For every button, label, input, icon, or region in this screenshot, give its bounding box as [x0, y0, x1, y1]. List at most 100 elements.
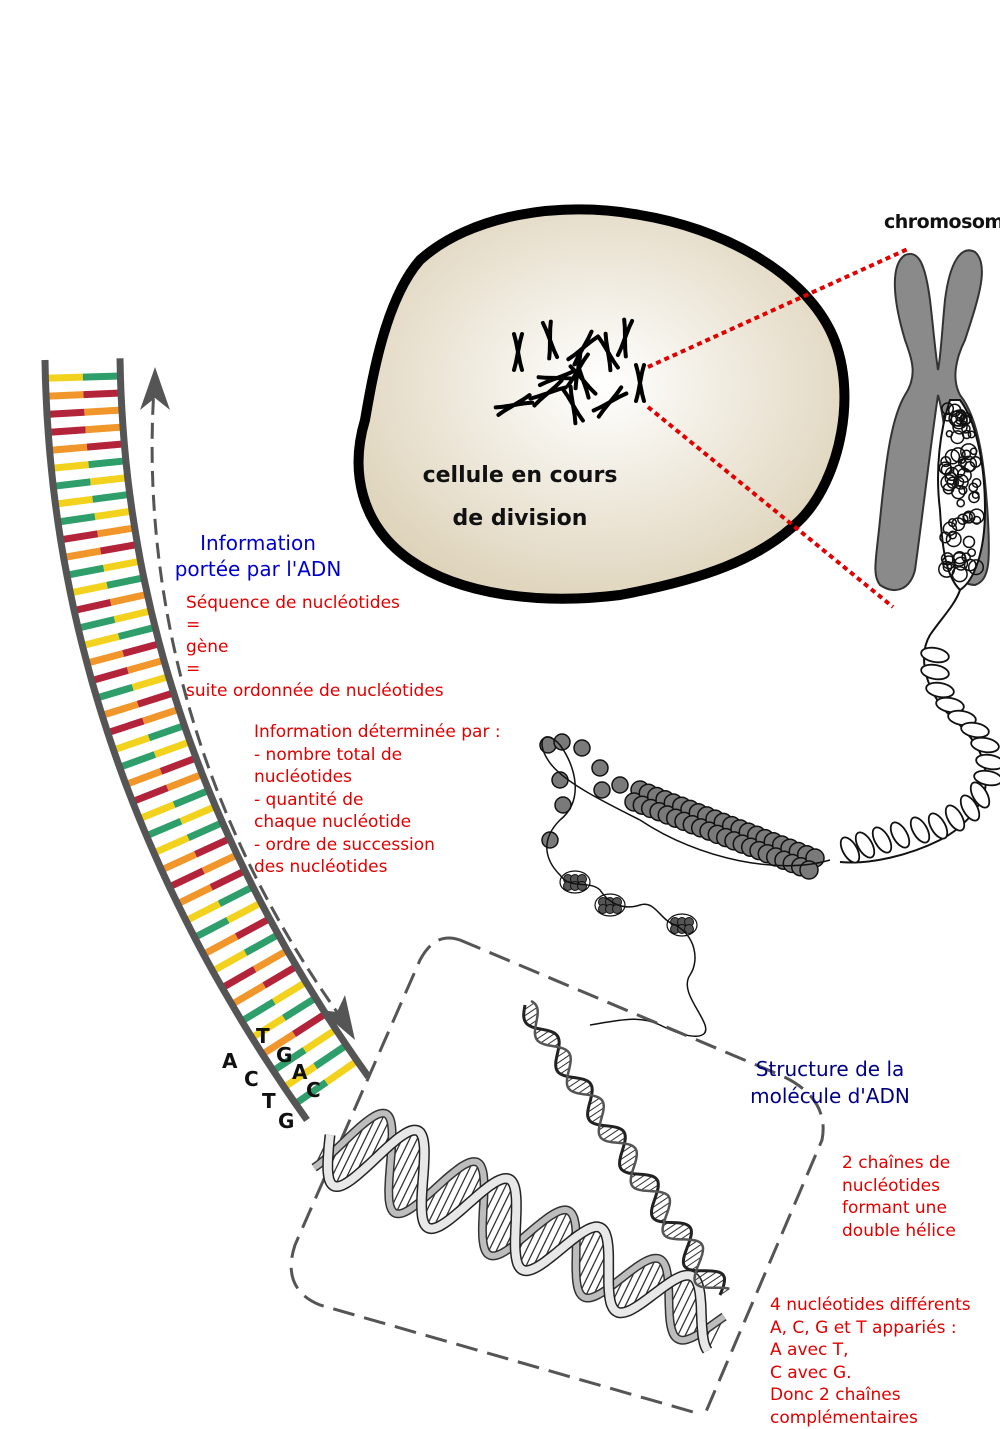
nucleotide: [211, 871, 245, 888]
arrowhead-up: [140, 367, 170, 410]
nucleotide: [133, 677, 169, 688]
info-det-line: - ordre de succession: [254, 834, 501, 857]
nucleotide: [102, 704, 138, 715]
nucleotide: [181, 807, 216, 822]
nucleotide: [219, 887, 253, 904]
nucleotide: [228, 903, 261, 920]
nucleotide: [162, 854, 196, 870]
info-det-line: - nombre total de: [254, 744, 501, 767]
nucleotide: [128, 660, 164, 670]
base-letter: C: [244, 1067, 259, 1091]
nucleotide: [213, 953, 246, 971]
nucleotide: [155, 742, 190, 755]
nucleotide: [93, 494, 130, 499]
helix-note-line: 2 chaînes de: [842, 1152, 956, 1175]
nucleosome-cluster: [578, 882, 587, 891]
nucleotide: [87, 654, 123, 664]
nucleotide: [51, 465, 88, 469]
gene-def-line: Séquence de nucléotides: [186, 592, 444, 614]
nucleotide: [115, 611, 152, 620]
nucleotide: [84, 410, 122, 412]
fiber-coil: [960, 721, 990, 740]
nucleotide: [138, 693, 174, 704]
nucleotide: [108, 721, 144, 733]
nucleotide: [104, 561, 141, 568]
nucleotide: [255, 951, 288, 970]
nucleotide: [98, 528, 135, 534]
nucleosome: [612, 777, 628, 793]
nucleotide: [237, 919, 270, 937]
fiber-coil: [920, 663, 950, 682]
nucleotide: [95, 511, 132, 516]
nucleotide: [203, 855, 237, 871]
nucleotide: [305, 1030, 336, 1051]
info-title-line2: portée par l'ADN: [158, 556, 358, 582]
nucleotide: [74, 602, 111, 610]
nucleotide: [188, 823, 222, 838]
helix-note-line: double hélice: [842, 1220, 956, 1243]
nucleotide: [83, 376, 121, 377]
pairing-note-line: 4 nucléotides différents: [770, 1294, 971, 1317]
nucleotide: [174, 790, 209, 804]
nucleotide: [222, 969, 255, 988]
base-letter: T: [262, 1089, 276, 1113]
nucleotide: [232, 985, 264, 1004]
nucleotide: [178, 887, 212, 904]
double-helix: [314, 1001, 729, 1351]
base-pair: [672, 1227, 690, 1239]
nucleotide: [61, 534, 98, 540]
base-pair: [703, 1274, 722, 1287]
nucleotide: [92, 670, 128, 680]
nucleotide: [264, 966, 296, 985]
cell-label-line2: de division: [420, 505, 620, 534]
base-pair: [603, 1129, 620, 1140]
gene-def-line: =: [186, 658, 444, 680]
nucleotide: [133, 788, 168, 802]
pairing-note-line: A, C, G et T appariés :: [770, 1317, 971, 1340]
base-letter: G: [278, 1109, 294, 1133]
base-letter: T: [256, 1024, 270, 1048]
nucleotide: [53, 482, 90, 486]
nucleotide: [126, 771, 161, 784]
pairing-note-line: C avec G.: [770, 1362, 971, 1385]
helix-note-line: formant une: [842, 1197, 956, 1220]
helix-note-line: nucléotides: [842, 1175, 956, 1198]
nucleotide: [55, 499, 92, 504]
nucleotide: [169, 871, 203, 887]
nucleotide: [242, 1002, 274, 1022]
nucleotide: [143, 709, 179, 721]
structure-title-line1: Structure de la: [730, 1056, 930, 1082]
backbone-strand: [328, 1130, 708, 1351]
nucleotide: [154, 838, 188, 853]
nucleotide: [84, 393, 122, 395]
cell-label-line1: cellule en cours: [420, 462, 620, 491]
nucleotide: [284, 998, 316, 1018]
gene-definition: Séquence de nucléotides = gène = suite o…: [186, 592, 444, 702]
nucleotide: [64, 551, 101, 558]
fiber-coil: [975, 753, 1000, 772]
nucleotide: [119, 627, 155, 636]
base-pair: [641, 1180, 657, 1191]
info-det-line: nucléotides: [254, 766, 501, 789]
nucleotide: [294, 1014, 326, 1034]
info-det-line: chaque nucléotide: [254, 811, 501, 834]
nucleotide: [139, 805, 174, 819]
nucleosome: [574, 740, 590, 756]
nucleotide: [101, 545, 138, 552]
info-determined: Information déterminée par : - nombre to…: [254, 721, 501, 879]
fiber-coil: [925, 681, 955, 700]
nucleotide: [123, 644, 159, 654]
nucleotide: [326, 1061, 357, 1082]
nucleotide: [89, 461, 126, 465]
nucleotide: [195, 920, 228, 937]
nucleotide: [120, 755, 155, 768]
info-det-line: - quantité de: [254, 789, 501, 812]
nucleotide: [86, 427, 123, 430]
gene-def-line: gène: [186, 636, 444, 658]
pairing-note-line: Donc 2 chaînes: [770, 1384, 971, 1407]
base-letter: G: [276, 1043, 292, 1067]
base-pair: [672, 1281, 696, 1331]
nucleotide: [204, 937, 237, 955]
nucleotide: [186, 904, 219, 921]
nucleotide: [48, 430, 85, 433]
